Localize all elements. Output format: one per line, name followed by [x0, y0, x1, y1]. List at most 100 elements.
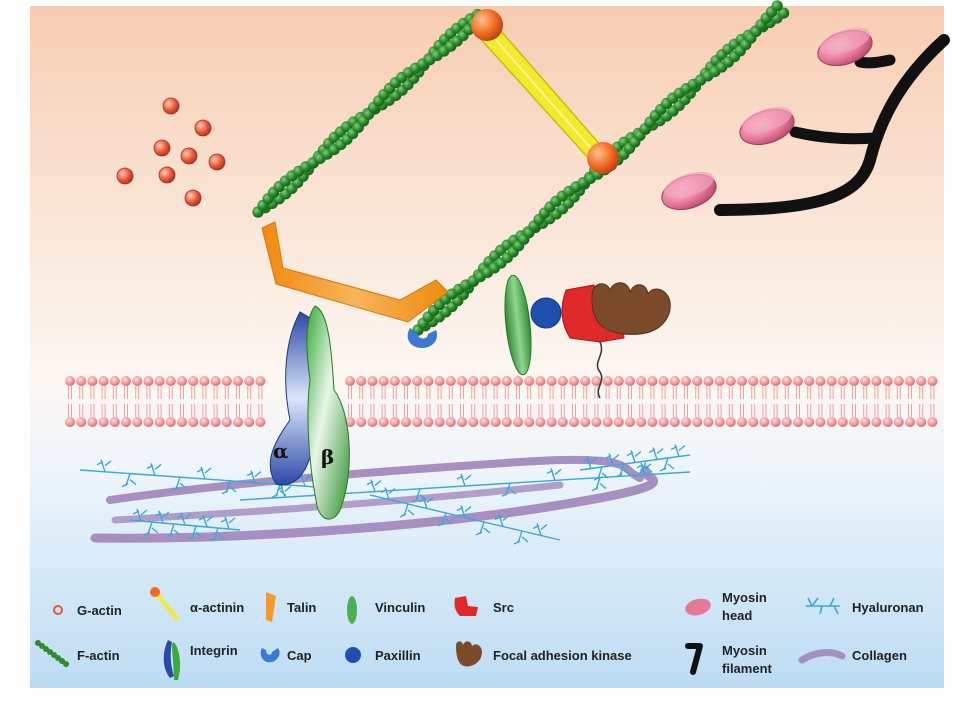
lipid-tail — [224, 404, 229, 417]
lipid-tail — [180, 404, 184, 417]
actin-bead — [771, 0, 783, 12]
lipid-head — [490, 376, 501, 386]
lipid-tail — [527, 386, 532, 399]
legend-item-paxillin: Paxillin — [345, 647, 421, 663]
lipid-tail — [751, 404, 756, 417]
lipid-head — [669, 376, 680, 386]
lipid-head — [412, 376, 423, 386]
lipid-tail — [415, 386, 420, 399]
lipid-head — [401, 376, 411, 386]
legend-label-src: Src — [493, 600, 514, 615]
lipid-tail — [560, 404, 565, 417]
lipid-tail — [807, 404, 812, 417]
lipid-head — [109, 417, 120, 427]
lipid-head — [893, 376, 904, 386]
lipid-tail — [191, 404, 196, 417]
lipid-head — [737, 417, 747, 427]
lipid-tail — [101, 386, 106, 399]
lipid-head — [87, 417, 98, 427]
lipid-tail — [437, 386, 442, 399]
lipid-tail — [728, 386, 733, 399]
lipid-tail — [493, 386, 498, 399]
lipid-head — [434, 417, 445, 427]
lipid-tail — [538, 404, 543, 417]
legend-item-myosin-head: Myosin head — [685, 590, 767, 623]
lipid-head — [479, 376, 490, 386]
legend-label-alpha-actinin: α-actinin — [190, 600, 244, 615]
legend-label-hyaluronan: Hyaluronan — [852, 600, 924, 615]
legend-label-myosin-filament-line2: filament — [722, 661, 773, 676]
lipid-tail — [874, 404, 879, 417]
lipid-tail — [460, 386, 464, 399]
lipid-head — [378, 417, 389, 427]
lipid-head — [905, 376, 915, 386]
lipid-tail — [68, 386, 72, 399]
lipid-tail — [202, 386, 207, 399]
lipid-head — [154, 417, 165, 427]
lipid-head — [132, 417, 143, 427]
legend-item-vinculin: Vinculin — [347, 596, 425, 624]
lipid-head — [65, 417, 75, 427]
lipid-tail — [661, 404, 666, 417]
lipid-tail — [672, 404, 677, 417]
lipid-head — [748, 376, 759, 386]
lipid-tail — [818, 404, 823, 417]
lipid-tail — [370, 386, 375, 399]
lipid-head — [412, 417, 423, 427]
lipid-head — [793, 417, 803, 427]
lipid-head — [591, 417, 602, 427]
lipid-tail — [885, 404, 890, 417]
lipid-head — [557, 417, 568, 427]
lipid-head — [457, 376, 467, 386]
lipid-head — [815, 417, 826, 427]
lipid-head — [905, 417, 915, 427]
lipid-tail — [426, 386, 431, 399]
integrin: α β — [269, 305, 350, 520]
lipid-head — [569, 417, 579, 427]
lipid-tail — [213, 404, 218, 417]
lipid-tail — [919, 386, 924, 399]
hyaluronan-strand — [579, 444, 691, 481]
lipid-head — [165, 376, 176, 386]
lipid-tail — [168, 386, 173, 399]
legend-label-vinculin: Vinculin — [375, 600, 425, 615]
paxillin-icon — [345, 647, 361, 663]
legend-label-collagen: Collagen — [852, 648, 907, 663]
lipid-head — [703, 376, 714, 386]
lipid-head — [860, 376, 871, 386]
lipid-tail — [493, 404, 498, 417]
lipid-head — [804, 417, 815, 427]
lipid-tail — [583, 404, 588, 417]
lipid-tail — [784, 404, 789, 417]
hyaluronan-strands — [79, 444, 691, 545]
lipid-tail — [762, 404, 767, 417]
lipid-tail — [516, 404, 520, 417]
lipid-head — [580, 417, 591, 427]
lipid-head — [98, 417, 109, 427]
lipid-head — [781, 417, 792, 427]
lipid-head — [513, 417, 523, 427]
lipid-tail — [807, 386, 812, 399]
lipid-head — [535, 417, 546, 427]
g-actin-monomer — [194, 119, 212, 137]
lipid-head — [121, 417, 131, 427]
lipid-head — [221, 376, 232, 386]
lipid-tail — [247, 404, 252, 417]
lipid-tail — [560, 386, 565, 399]
lipid-head — [927, 417, 938, 427]
lipid-tail — [650, 386, 655, 399]
lipid-tail — [728, 404, 733, 417]
lipid-head — [199, 417, 210, 427]
lipid-tail — [135, 386, 140, 399]
lipid-head — [434, 376, 445, 386]
lipid-tail — [348, 404, 352, 417]
lipid-tail — [628, 386, 632, 399]
lipid-head — [76, 376, 87, 386]
lipid-head — [815, 376, 826, 386]
lipid-head — [893, 417, 904, 427]
fak-icon — [456, 641, 482, 667]
lipid-tail — [471, 386, 476, 399]
lipid-tail — [829, 386, 834, 399]
lipid-head — [244, 417, 255, 427]
lipid-tail — [504, 386, 509, 399]
